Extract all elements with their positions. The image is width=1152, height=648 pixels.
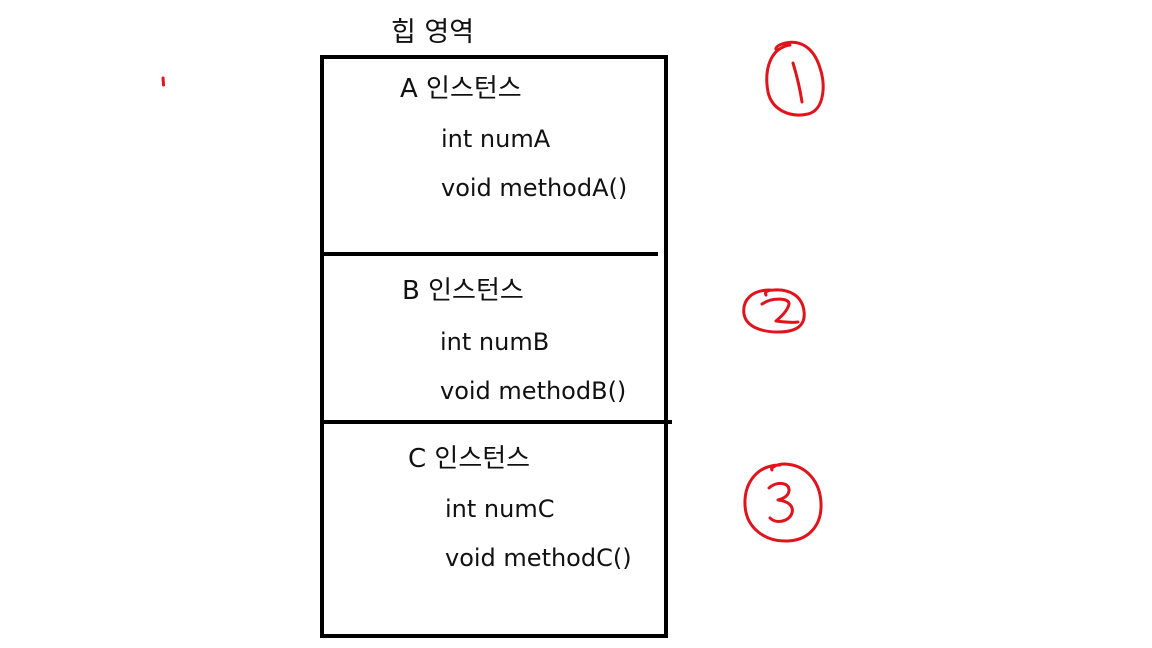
circled-number-3-marker (743, 462, 823, 543)
instance-b-method: void methodB() (440, 377, 627, 405)
instance-a-method: void methodA() (441, 174, 628, 202)
instance-b-title: B 인스턴스 (402, 276, 524, 306)
instance-b-field: int numB (440, 328, 550, 356)
instance-c-title: C 인스턴스 (408, 444, 531, 474)
instance-a-title: A 인스턴스 (400, 74, 522, 104)
stray-red-mark (161, 76, 165, 87)
instance-c-method: void methodC() (445, 544, 632, 572)
circled-number-2-marker (742, 288, 806, 334)
circled-number-1-marker (765, 40, 825, 117)
instance-c-field: int numC (445, 495, 555, 523)
instance-divider-ab (320, 252, 658, 256)
heap-area-title: 힙 영역 (391, 17, 475, 48)
instance-divider-bc (320, 420, 672, 424)
heap-area-box (320, 55, 668, 638)
instance-a-field: int numA (441, 125, 551, 153)
